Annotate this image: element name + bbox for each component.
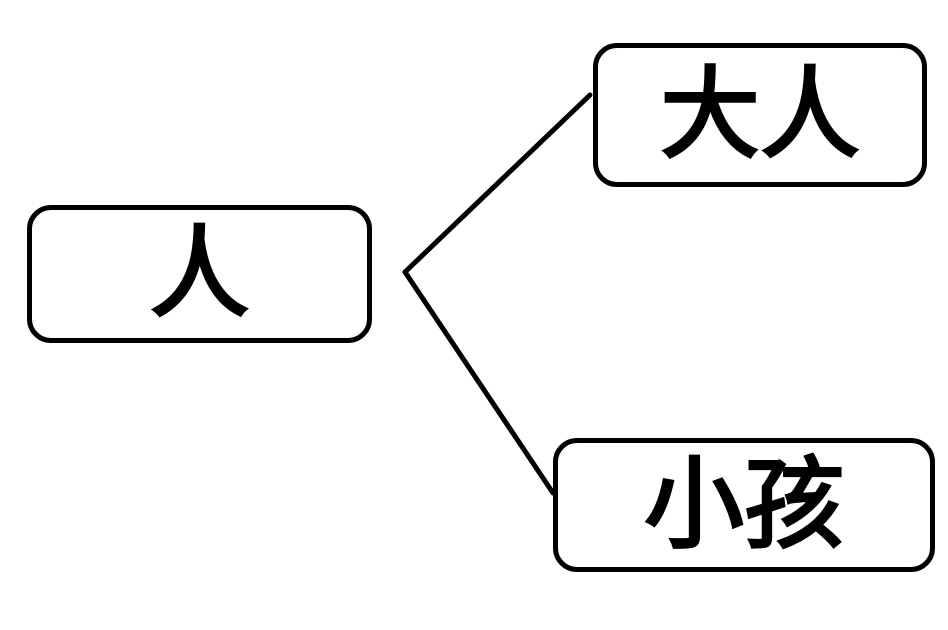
node-child-label: 小孩: [644, 449, 844, 561]
node-adult-label: 大人: [660, 59, 860, 171]
node-child[interactable]: 小孩: [553, 438, 935, 572]
edge-person-child: [402, 269, 556, 496]
edge-person-adult: [402, 92, 593, 275]
node-adult[interactable]: 大人: [593, 43, 927, 187]
node-person[interactable]: 人: [27, 205, 372, 343]
node-person-label: 人: [149, 218, 250, 330]
